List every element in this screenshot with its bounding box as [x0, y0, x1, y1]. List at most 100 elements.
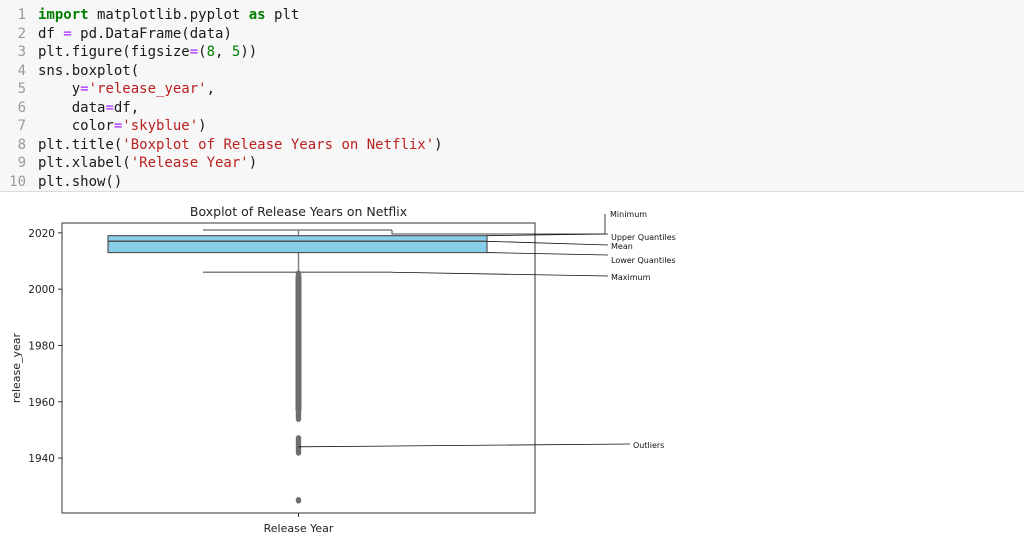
code-token: import: [38, 7, 89, 23]
y-axis-label: release_year: [10, 332, 23, 403]
code-token: plt.title(: [38, 136, 123, 153]
code-token: df: [38, 25, 64, 42]
y-tick-label: 1940: [28, 453, 55, 465]
code-token: y: [38, 81, 81, 97]
code-line: 10 plt.show(): [0, 172, 122, 192]
code-token: ): [198, 118, 207, 134]
code-line: 2 df = pd.DataFrame(data): [0, 24, 232, 44]
outlier-point: [295, 392, 302, 400]
y-tick-label: 1980: [28, 340, 55, 352]
code-token: plt.figure(figsize: [38, 44, 190, 60]
code-token: data: [38, 99, 106, 116]
code-token: ,: [215, 44, 232, 60]
outlier-point: [295, 330, 302, 338]
code-line: 6 data=df,: [0, 98, 140, 118]
outlier-point: [295, 308, 302, 315]
outlier-point: [295, 347, 302, 355]
code-token: 'Boxplot of Release Years on Netflix': [122, 136, 435, 153]
outlier-point: [295, 497, 302, 504]
line-number: 4: [17, 62, 26, 79]
annotation-label: Maximum: [611, 273, 651, 282]
code-line: 9 plt.xlabel('Release Year'): [0, 153, 258, 173]
line-number: 10: [9, 173, 26, 190]
x-axis-label: Release Year: [264, 522, 334, 535]
code-token: 'Release Year': [130, 155, 249, 171]
annotation-label: Outliers: [633, 441, 664, 450]
annotation-line: [486, 233, 609, 237]
code-token: color: [38, 118, 114, 134]
annotation-label: Lower Quantiles: [611, 256, 676, 265]
code-token: df,: [113, 99, 140, 116]
code-token: =: [105, 99, 114, 116]
code-line: 7 color='skyblue'): [0, 116, 207, 136]
outlier-point: [295, 381, 302, 389]
annotation-line: [486, 252, 609, 256]
line-number: 8: [17, 136, 26, 153]
code-token: plt.show(): [38, 173, 123, 190]
outlier-point: [295, 274, 302, 282]
code-token: =: [189, 44, 199, 60]
outlier-point: [295, 449, 302, 456]
outlier-point: [295, 342, 302, 349]
annotation-line: [391, 271, 609, 277]
code-token: pd.DataFrame(data): [71, 25, 232, 42]
boxplot-chart: Boxplot of Release Years on NetflixRelea…: [10, 204, 676, 535]
outlier-point: [295, 297, 302, 304]
code-token: sns.boxplot(: [38, 62, 140, 79]
outlier-point: [295, 359, 302, 366]
line-number: 1: [17, 7, 26, 23]
code-token: ): [434, 136, 443, 153]
chart-title: Boxplot of Release Years on Netflix: [190, 204, 407, 219]
annotation-line: [391, 214, 606, 235]
y-tick-label: 2000: [28, 284, 55, 296]
outlier-point: [295, 353, 302, 361]
outlier-point: [295, 314, 302, 321]
code-token: ): [248, 155, 258, 171]
code-token: plt.xlabel(: [38, 155, 131, 171]
y-tick-label: 2020: [28, 228, 55, 240]
annotation-label: Upper Quantiles: [611, 233, 676, 242]
line-number: 3: [17, 44, 26, 60]
code-token: 8: [206, 44, 216, 60]
code-token: =: [80, 81, 89, 97]
code-token: 5: [231, 44, 241, 60]
annotation-line: [298, 443, 631, 448]
outlier-point: [295, 364, 302, 372]
outlier-point: [295, 387, 302, 394]
outlier-point: [295, 336, 302, 344]
annotation-label: Mean: [611, 242, 633, 251]
code-token: (: [198, 44, 207, 60]
y-tick-label: 1960: [28, 397, 55, 409]
code-line: 8 plt.title('Boxplot of Release Years on …: [0, 135, 443, 155]
outlier-point: [295, 375, 302, 383]
code-token: )): [240, 44, 258, 60]
line-number: 2: [17, 25, 26, 42]
outlier-point: [295, 398, 302, 406]
outlier-point: [295, 319, 302, 327]
line-number: 6: [17, 99, 26, 116]
line-number: 5: [17, 81, 26, 97]
code-line: 5 y='release_year',: [0, 79, 215, 99]
outlier-point: [295, 285, 302, 293]
outlier-point: [295, 302, 302, 310]
outlier-point: [295, 370, 302, 377]
code-token: 'release_year': [88, 81, 207, 97]
code-token: =: [113, 118, 123, 134]
code-token: plt: [265, 7, 300, 23]
code-line: 4 sns.boxplot(: [0, 61, 140, 81]
code-token: =: [63, 25, 72, 42]
line-number: 9: [17, 155, 26, 171]
iqr-box: [107, 235, 488, 254]
outlier-point: [295, 404, 302, 411]
code-line: 3 plt.figure(figsize=(8, 5)): [0, 42, 258, 62]
code-token: ,: [206, 81, 216, 97]
outlier-point: [295, 415, 302, 422]
code-token: as: [248, 7, 266, 23]
line-number: 7: [17, 118, 26, 134]
annotation-line: [486, 240, 609, 246]
annotation-label: Minimum: [610, 210, 647, 219]
outlier-point: [295, 325, 302, 332]
